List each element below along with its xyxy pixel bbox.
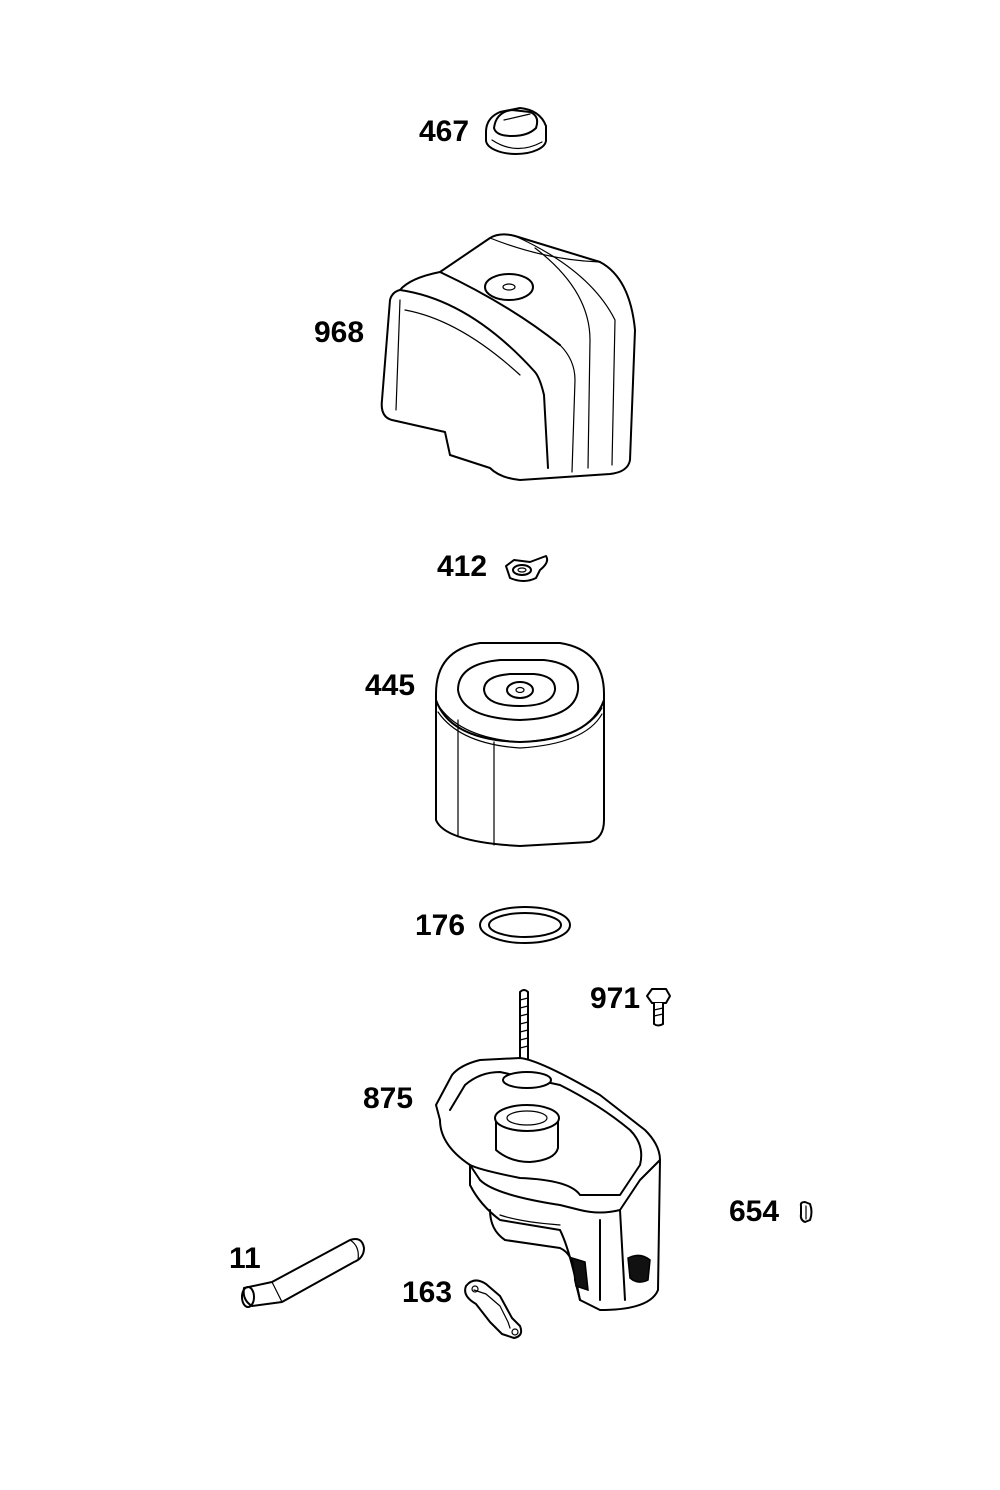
bolt-971-icon	[646, 988, 671, 1027]
label-11: 11	[229, 1242, 261, 1275]
label-412: 412	[437, 550, 488, 583]
base-875-icon	[435, 989, 661, 1311]
cover-968-icon	[380, 233, 636, 481]
label-163: 163	[402, 1276, 453, 1309]
label-654: 654	[729, 1195, 780, 1228]
ring-176-icon	[479, 906, 571, 944]
label-176: 176	[415, 909, 466, 942]
label-445: 445	[365, 669, 416, 702]
label-467: 467	[419, 115, 470, 148]
air-filter-445-icon	[435, 642, 605, 847]
hose-11-icon	[241, 1238, 365, 1308]
wing-nut-412-icon	[505, 555, 549, 582]
clip-654-icon	[799, 1201, 813, 1223]
gasket-163-icon	[464, 1279, 523, 1339]
label-971: 971	[590, 982, 641, 1015]
label-875: 875	[363, 1082, 414, 1115]
knob-467-icon	[485, 107, 547, 155]
label-968: 968	[314, 316, 365, 349]
